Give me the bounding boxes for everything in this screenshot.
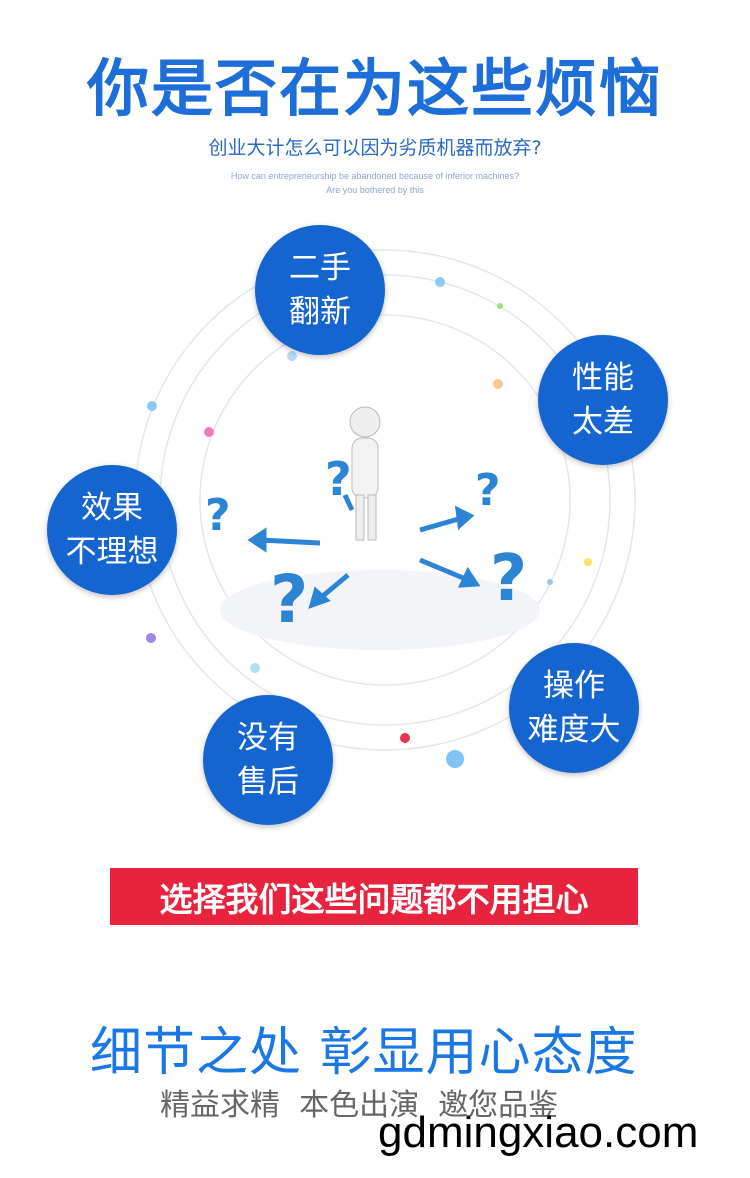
bubble-text: 操作	[543, 668, 605, 704]
bubble-hard-to-operate: 操作难度大	[509, 643, 639, 773]
english-subtitle-2: Are you bothered by this	[326, 185, 424, 195]
bubble-secondhand: 二手翻新	[255, 225, 385, 355]
footer-tagline: 精益求精 本色出演 邀您品鉴	[160, 1088, 559, 1123]
decor-dots	[146, 277, 592, 768]
question-mark-icon: ?	[270, 561, 308, 638]
bubble-poor-performance: 性能太差	[538, 335, 668, 465]
red-banner: 选择我们这些问题都不用担心	[110, 868, 638, 925]
arrow-icons	[247, 493, 481, 609]
figure-with-question-marks: ? ? ? ? ?	[205, 406, 540, 650]
page-title: 你是否在为这些烦恼	[86, 52, 663, 125]
bubble-no-after-sales: 没有售后	[203, 695, 333, 825]
bubble-poor-results: 效果不理想	[47, 465, 177, 595]
english-subtitle-1: How can entrepreneurship be abandoned be…	[230, 171, 520, 181]
illustration: ? ? ? ? ?	[134, 249, 636, 768]
bubble-text: 效果	[81, 490, 143, 526]
bubble-text: 二手	[289, 250, 351, 286]
bubble-text: 太差	[572, 404, 634, 440]
bubble-text: 售后	[237, 764, 299, 800]
bubble-text: 性能	[572, 360, 634, 396]
question-mark-icon: ?	[490, 542, 527, 616]
footer-headline: 细节之处 彰显用心态度	[90, 1023, 638, 1083]
watermark-url: gdmingxiao.com	[378, 1108, 699, 1157]
bubble-text: 翻新	[289, 294, 351, 330]
question-mark-icon: ?	[205, 490, 231, 541]
question-mark-icon: ?	[475, 465, 501, 516]
bubble-text: 没有	[237, 720, 299, 756]
bubble-text: 难度大	[527, 712, 621, 748]
bubble-text: 不理想	[65, 534, 159, 570]
subtitle: 创业大计怎么可以因为劣质机器而放弃?	[208, 137, 542, 159]
